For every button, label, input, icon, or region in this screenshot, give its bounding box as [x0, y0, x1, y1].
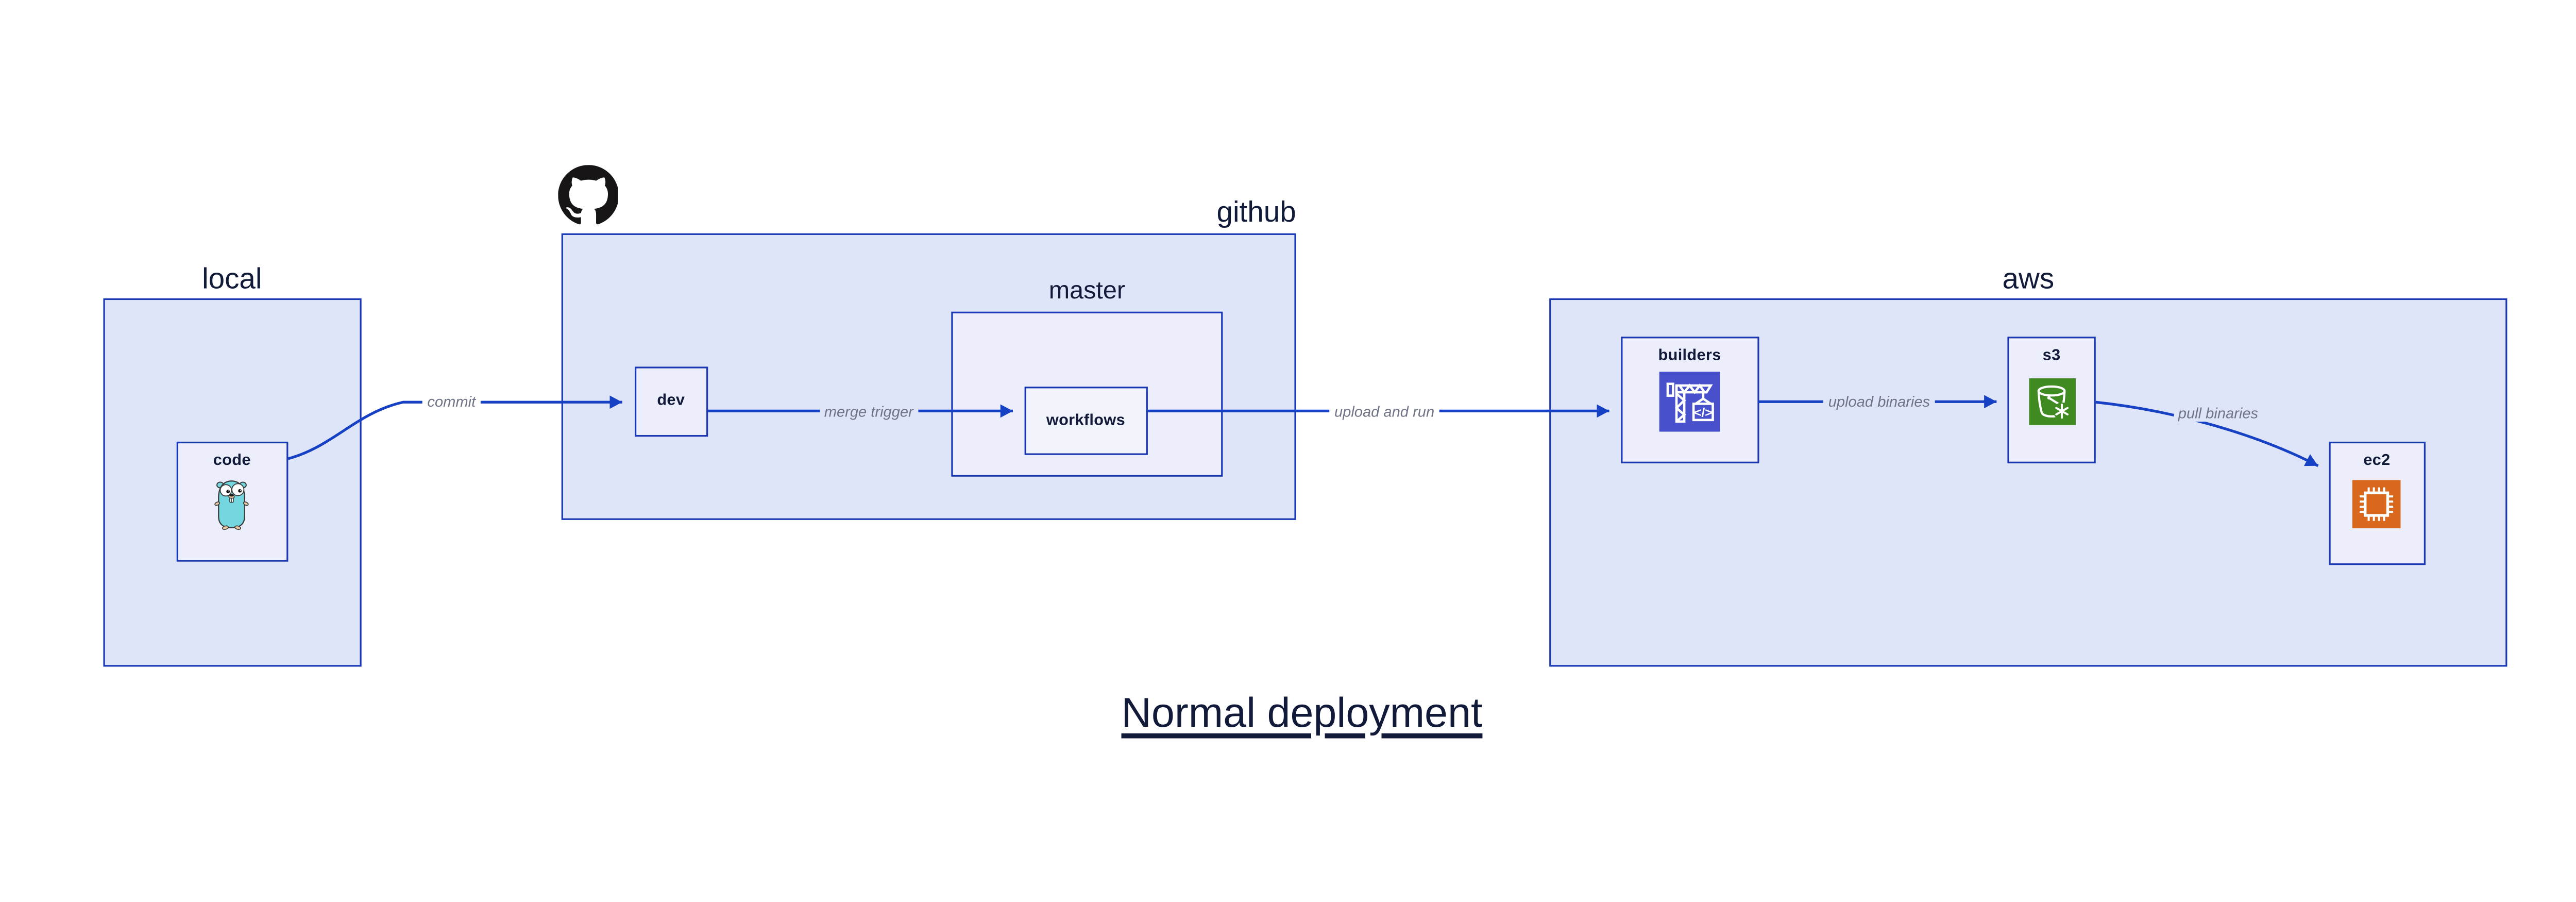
ec2-node-label: ec2 [2363, 452, 2391, 470]
edge-label-commit: commit [422, 394, 481, 411]
builders-node: builders </> [1621, 336, 1758, 463]
workflows-node: workflows [1024, 386, 1148, 455]
dev-node: dev [634, 365, 708, 436]
github-octocat-icon [557, 165, 618, 225]
edge-label-merge-trigger: merge trigger [819, 403, 919, 420]
codebuild-code-glyph: </> [1694, 405, 1712, 419]
codebuild-crane-icon: </> [1659, 371, 1720, 432]
code-node-label: code [213, 450, 251, 470]
master-group-label: master [1048, 276, 1125, 305]
s3-node: s3 [2007, 336, 2096, 463]
edge-label-pull-binaries: pull binaries [2173, 405, 2263, 422]
github-group-label: github [1216, 194, 1296, 228]
ec2-node: ec2 [2328, 441, 2426, 564]
s3-node-label: s3 [2042, 345, 2061, 364]
workflows-node-label: workflows [1046, 411, 1125, 430]
local-group-label: local [202, 261, 262, 294]
edge-label-upload-binaries: upload binaries [1823, 393, 1935, 410]
go-gopher-icon [215, 479, 249, 529]
code-node: code [176, 441, 287, 561]
builders-node-label: builders [1658, 345, 1721, 364]
s3-bucket-icon [2028, 377, 2075, 424]
diagram-title-text: Normal deployment [1121, 690, 1483, 737]
ec2-chip-icon [2352, 480, 2401, 529]
dev-node-label: dev [657, 391, 685, 410]
edge-label-upload-and-run: upload and run [1329, 403, 1439, 420]
diagram-title: Normal deployment [0, 688, 2576, 738]
aws-group-label: aws [2002, 261, 2055, 294]
